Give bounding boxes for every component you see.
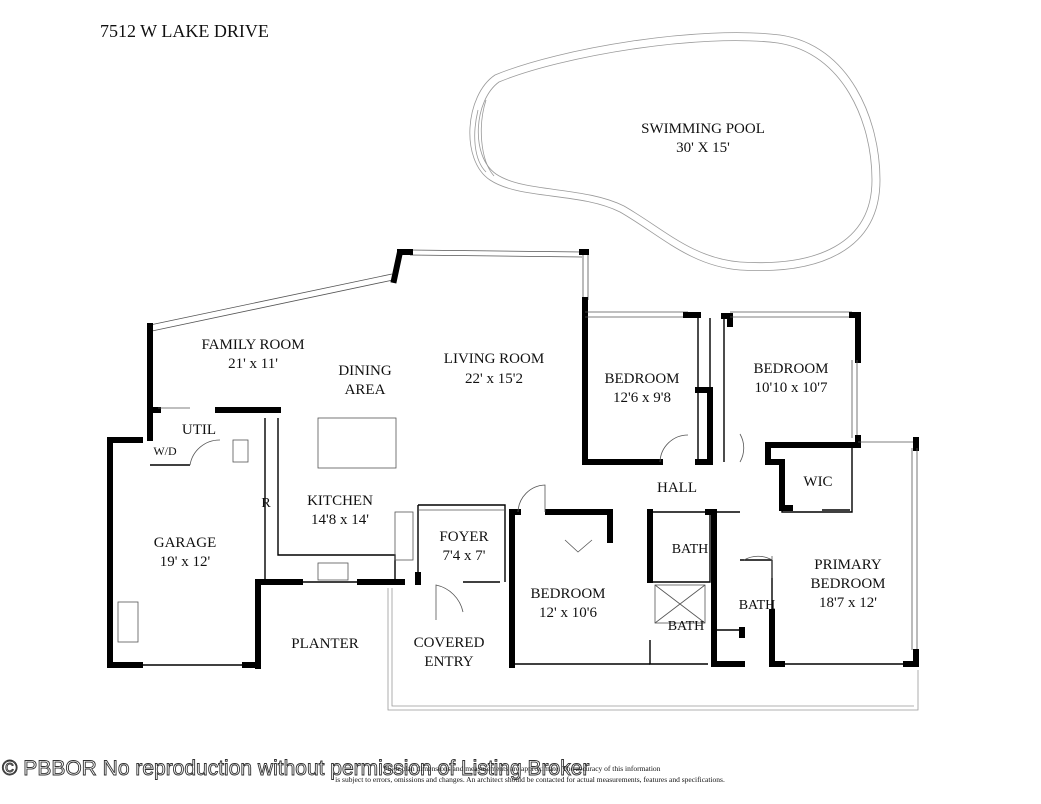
living-room-dims: 22' x 15'2 <box>465 371 523 387</box>
room-labels: FAMILY ROOM 21' x 11' DINING AREA LIVING… <box>153 337 885 670</box>
bath-primary-label: BATH <box>739 598 776 613</box>
garage-label: GARAGE <box>154 535 217 551</box>
wic-label: WIC <box>803 474 832 490</box>
foyer-label: FOYER <box>439 529 488 545</box>
watermark-text: © PBBOR No reproduction without permissi… <box>2 757 589 780</box>
disclaimer-line2: is subject to errors, omissions and chan… <box>335 775 725 784</box>
covered-entry-label-line1: COVERED <box>414 635 485 651</box>
living-room-label: LIVING ROOM <box>444 351 544 367</box>
pool-label: SWIMMING POOL <box>641 121 765 137</box>
family-room-dims: 21' x 11' <box>228 356 278 372</box>
pool-dims: 30' X 15' <box>676 140 730 156</box>
bedroom3-dims: 12' x 10'6 <box>539 605 597 621</box>
wd-label: W/D <box>153 444 177 458</box>
garage-dims: 19' x 12' <box>160 554 211 570</box>
covered-entry-label-line2: ENTRY <box>424 654 473 670</box>
kitchen-label: KITCHEN <box>307 493 373 509</box>
hall-label: HALL <box>657 480 697 496</box>
bedroom1-label: BEDROOM <box>604 371 679 387</box>
property-title: 7512 W LAKE DRIVE <box>100 21 269 41</box>
bedroom2-dims: 10'10 x 10'7 <box>755 380 828 396</box>
bath-lower-label: BATH <box>668 619 705 634</box>
family-room-label: FAMILY ROOM <box>201 337 304 353</box>
kitchen-dims: 14'8 x 14' <box>311 512 369 528</box>
primary-bedroom-label-line2: BEDROOM <box>810 576 885 592</box>
disclaimer-line1: Floor plan dimensions and measurements a… <box>384 764 661 773</box>
foyer-dims: 7'4 x 7' <box>443 548 486 564</box>
exterior-walls <box>107 249 919 711</box>
bath-upper-label: BATH <box>672 542 709 557</box>
bedroom1-dims: 12'6 x 9'8 <box>613 390 671 406</box>
bedroom3-label: BEDROOM <box>530 586 605 602</box>
bedroom2-label: BEDROOM <box>753 361 828 377</box>
fridge-label: R <box>261 496 271 511</box>
dining-label-line1: DINING <box>338 363 391 379</box>
primary-bedroom-dims: 18'7 x 12' <box>819 595 877 611</box>
swimming-pool: SWIMMING POOL 30' X 15' <box>469 32 881 271</box>
primary-bedroom-label-line1: PRIMARY <box>814 557 882 573</box>
util-label: UTIL <box>182 422 216 438</box>
planter-label: PLANTER <box>291 636 359 652</box>
dining-label-line2: AREA <box>345 382 386 398</box>
